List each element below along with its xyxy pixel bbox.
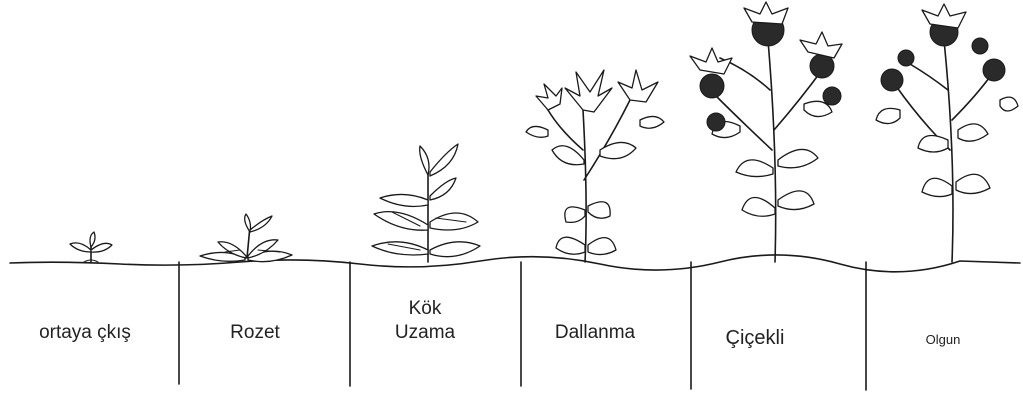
stage-label-bolting-line2: Uzama bbox=[370, 322, 480, 345]
plant-rosette-illustration bbox=[200, 214, 292, 262]
plant-emergence-illustration bbox=[70, 232, 112, 262]
stage-label-rosette: Rozet bbox=[190, 322, 320, 345]
plant-mature-illustration bbox=[876, 4, 1018, 262]
plant-branching-illustration bbox=[526, 70, 664, 262]
stage-label-flowering: Çiçekli bbox=[700, 326, 810, 350]
stage-label-bolting-line1: Kök bbox=[370, 298, 480, 321]
ground-line bbox=[10, 255, 1020, 272]
plant-flowering-illustration bbox=[690, 2, 842, 262]
stage-label-mature: Olgun bbox=[898, 332, 988, 348]
plant-bolting-illustration bbox=[372, 144, 480, 262]
stage-label-emergence: ortaya çkış bbox=[15, 322, 155, 345]
stage-label-branching: Dallanma bbox=[530, 322, 660, 345]
